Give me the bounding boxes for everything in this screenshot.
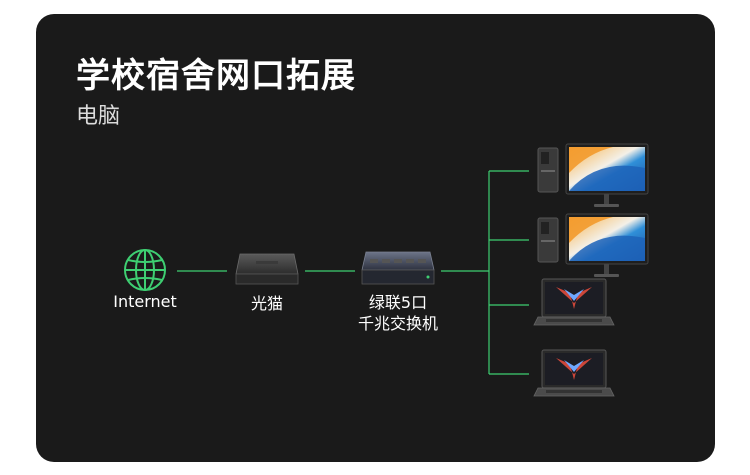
switch-label-line2: 千兆交换机 xyxy=(357,314,438,333)
connector-lines xyxy=(177,170,529,375)
switch-label-line1: 绿联5口 xyxy=(368,293,428,312)
page-subtitle: 电脑 xyxy=(76,104,121,129)
desktop-pc-icon xyxy=(537,143,649,208)
globe-icon xyxy=(124,249,166,291)
page-title: 学校宿舍网口拓展 xyxy=(76,56,356,96)
internet-label: Internet xyxy=(113,292,177,311)
desktop-pc-icon xyxy=(537,213,649,278)
laptop-icon xyxy=(533,349,615,397)
modem-icon xyxy=(235,253,299,285)
laptop-icon xyxy=(533,278,615,326)
switch-icon xyxy=(361,251,435,285)
modem-label: 光猫 xyxy=(250,294,283,313)
